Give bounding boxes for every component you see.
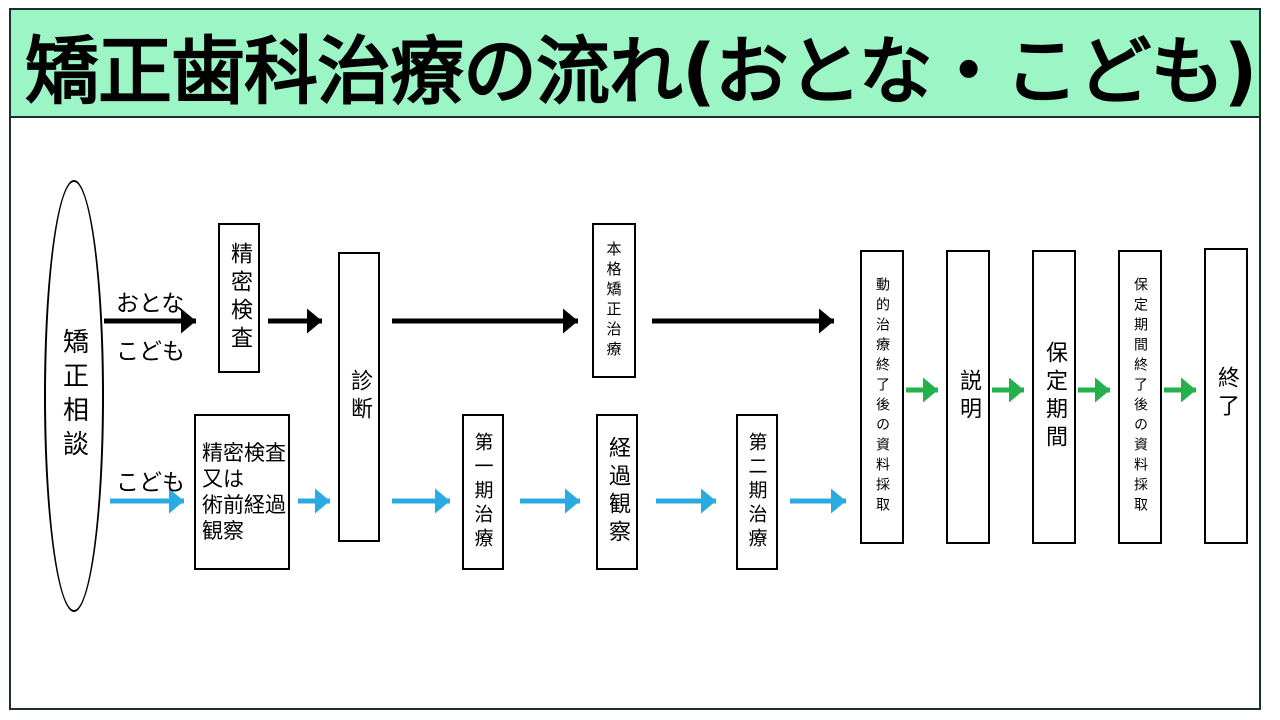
child-exam-line-1: 精密検査: [202, 441, 286, 465]
observation-node: 経過観察: [596, 414, 638, 570]
post-treatment-records-node: 動的治療終了後の資料採取: [860, 250, 904, 544]
child-exam-line-2: 又は: [202, 467, 244, 491]
child-exam-line-4: 観察: [202, 519, 244, 543]
child-path-label-bottom: こども: [116, 470, 185, 496]
outer-frame: [9, 8, 1261, 710]
retention-period-label: 保定期間: [1042, 341, 1067, 453]
child-exam-line-3: 術前経過: [202, 493, 286, 517]
explanation-label: 説明: [956, 369, 981, 425]
post-retention-records-label: 保定期間終了後の資料採取: [1132, 277, 1148, 517]
phase2-treatment-label: 第二期治療: [745, 432, 768, 552]
phase2-treatment-node: 第二期治療: [736, 414, 778, 570]
post-retention-records-node: 保定期間終了後の資料採取: [1118, 250, 1162, 544]
child-exam-node: 精密検査 又は 術前経過 観察: [194, 414, 290, 570]
consultation-node: 矯正相談: [44, 180, 104, 612]
detailed-exam-node: 精密検査: [218, 223, 260, 373]
observation-label: 経過観察: [605, 436, 630, 548]
full-treatment-node: 本格矯正治療: [592, 223, 636, 378]
diagnosis-node: 診断: [338, 252, 380, 542]
diagnosis-label: 診断: [347, 369, 372, 425]
consultation-label: 矯正相談: [58, 328, 89, 464]
explanation-node: 説明: [946, 250, 990, 544]
phase1-treatment-label: 第一期治療: [471, 432, 494, 552]
full-treatment-label: 本格矯正治療: [604, 240, 623, 361]
detailed-exam-label: 精密検査: [227, 242, 252, 354]
child-path-label-top: こども: [116, 339, 185, 365]
title-banner: 矯正歯科治療の流れ(おとな・こども): [11, 10, 1259, 118]
end-label: 終了: [1214, 366, 1239, 422]
end-node: 終了: [1204, 248, 1248, 544]
adult-path-label: おとな: [116, 291, 185, 317]
retention-period-node: 保定期間: [1032, 250, 1076, 544]
phase1-treatment-node: 第一期治療: [462, 414, 504, 570]
page-title: 矯正歯科治療の流れ(おとな・こども): [25, 29, 1257, 115]
post-treatment-records-label: 動的治療終了後の資料採取: [874, 277, 890, 517]
